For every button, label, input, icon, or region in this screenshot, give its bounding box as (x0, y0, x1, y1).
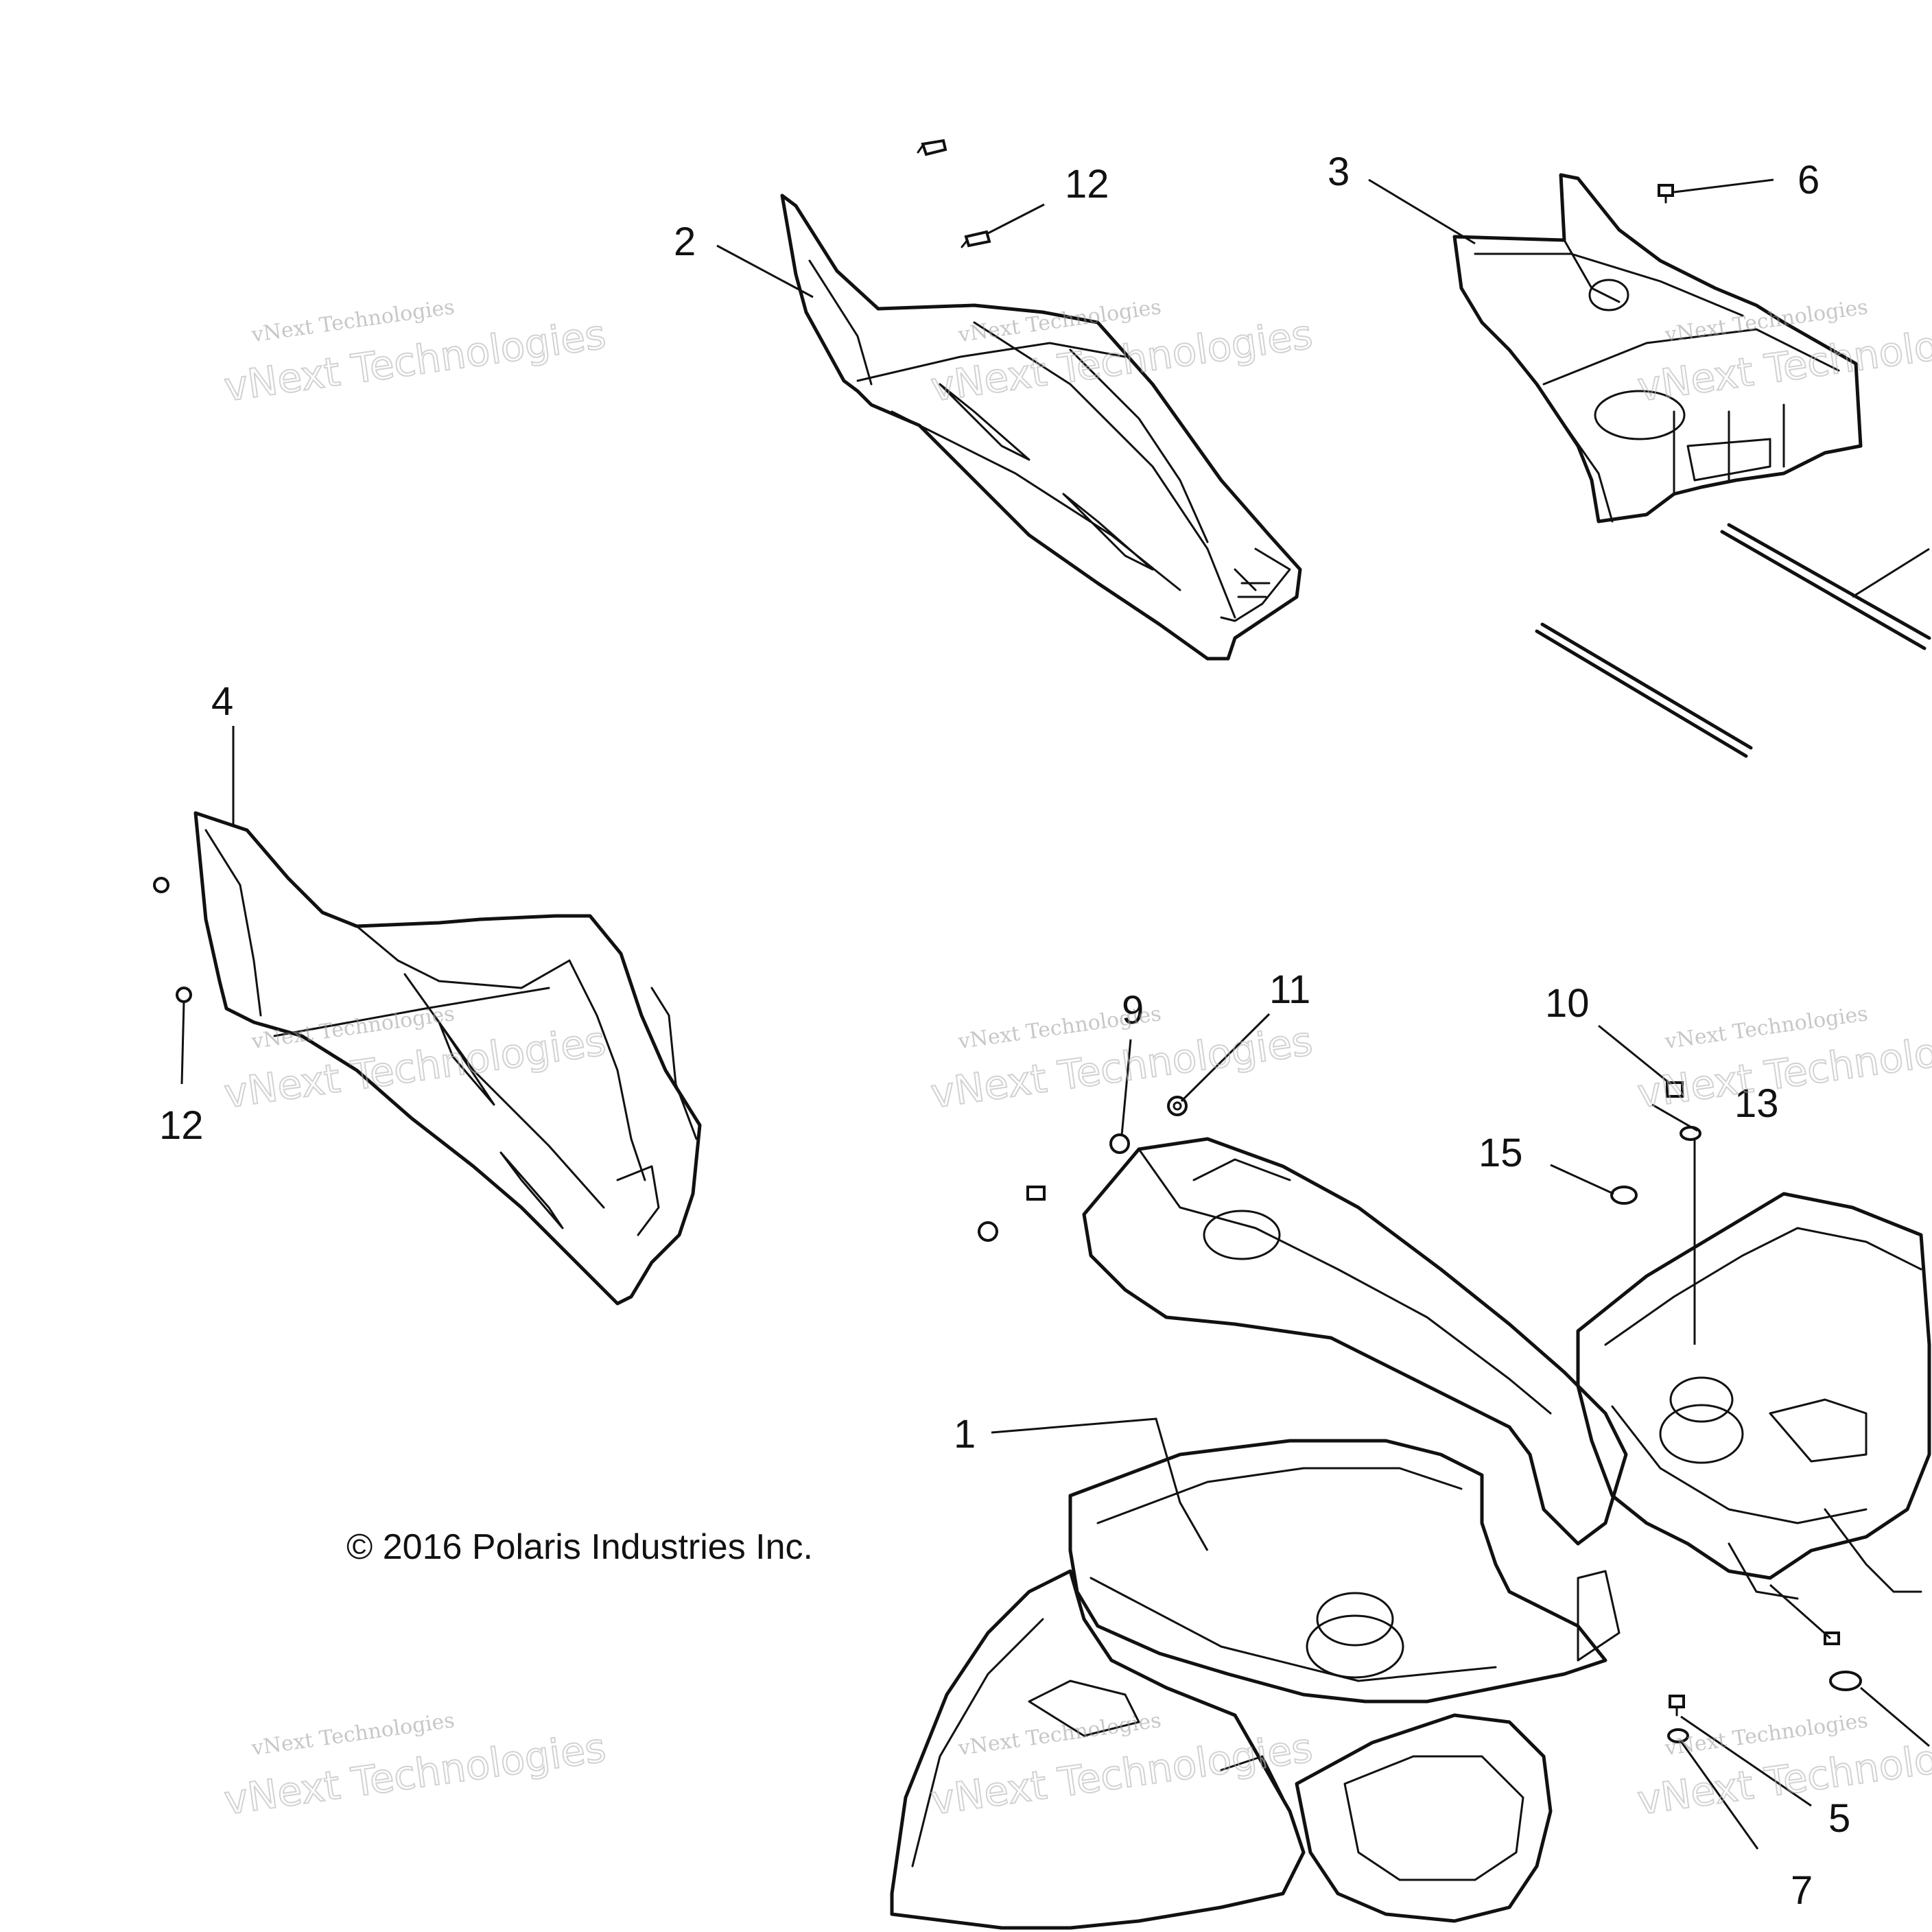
part-2-side-panel[interactable] (780, 193, 1302, 661)
callout-7: 7 (1791, 1868, 1813, 1913)
fastener-12-top[interactable] (917, 139, 947, 156)
callout-5: 5 (1828, 1796, 1850, 1841)
leader-13 (1651, 1103, 1698, 1345)
watermark-1: vNext Technologies vNext Technologies (221, 295, 609, 411)
callout-3: 3 (1328, 150, 1350, 194)
leader-1 (991, 1417, 1209, 1551)
callout-10: 10 (1545, 981, 1590, 1026)
callout-2: 2 (674, 220, 696, 264)
leader-rod (1852, 547, 1930, 598)
nut-7[interactable] (1667, 1728, 1689, 1743)
callout-15: 15 (1479, 1131, 1523, 1175)
watermark-6: vNext Technologies vNext Technologies (1634, 1002, 1932, 1118)
washer-right[interactable] (1829, 1671, 1862, 1691)
fastener-left-b[interactable] (978, 1221, 998, 1242)
fastener-12-left-a[interactable] (153, 877, 169, 893)
leader-11 (1180, 1013, 1271, 1103)
fastener-12-upper[interactable] (961, 230, 991, 248)
callout-1: 1 (954, 1412, 976, 1457)
callout-9: 9 (1122, 988, 1144, 1033)
watermark-2: vNext Technologies vNext Technologies (928, 295, 1316, 411)
watermark-8: vNext Technologies vNext Technologies (928, 1708, 1316, 1824)
watermark-9: vNext Technologies vNext Technologies (1634, 1708, 1932, 1824)
callout-6: 6 (1798, 158, 1819, 202)
part-4-side-panel[interactable] (193, 811, 702, 1306)
fastener-10[interactable] (1666, 1081, 1684, 1098)
leader-2 (716, 244, 814, 298)
leader-12a (987, 203, 1045, 235)
rod-lower[interactable] (1535, 622, 1753, 758)
leader-6 (1673, 178, 1774, 193)
callout-4: 4 (211, 679, 233, 724)
callout-12-left: 12 (159, 1103, 204, 1148)
fastener-12-left-b[interactable] (176, 987, 192, 1003)
leader-15 (1550, 1164, 1614, 1195)
leader-7 (1680, 1741, 1759, 1850)
watermark-5: vNext Technologies vNext Technologies (928, 1002, 1316, 1118)
copyright-notice: © 2016 Polaris Industries Inc. (346, 1527, 813, 1567)
part-3-rear-panel[interactable] (1452, 173, 1863, 523)
callout-12-top: 12 (1065, 162, 1109, 207)
rod-upper[interactable] (1720, 523, 1931, 650)
leader-5 (1680, 1715, 1812, 1807)
callout-13: 13 (1734, 1081, 1779, 1126)
part-1-front-fender[interactable] (890, 1137, 1931, 1930)
fastener-left-a[interactable] (1026, 1186, 1046, 1201)
plug-15[interactable] (1610, 1186, 1638, 1205)
fastener-5[interactable] (1669, 1695, 1685, 1717)
leader-9 (1120, 1039, 1132, 1136)
fastener-9[interactable] (1109, 1133, 1130, 1154)
leader-3 (1368, 178, 1476, 245)
fastener-6[interactable] (1658, 184, 1674, 204)
watermark-4: vNext Technologies vNext Technologies (221, 1002, 609, 1118)
washer-13[interactable] (1680, 1126, 1701, 1141)
leader-10 (1598, 1024, 1671, 1085)
leader-right (1769, 1583, 1930, 1747)
watermark-7: vNext Technologies vNext Technologies (221, 1708, 609, 1824)
callout-11: 11 (1269, 967, 1310, 1012)
leader-12b (180, 1001, 185, 1085)
